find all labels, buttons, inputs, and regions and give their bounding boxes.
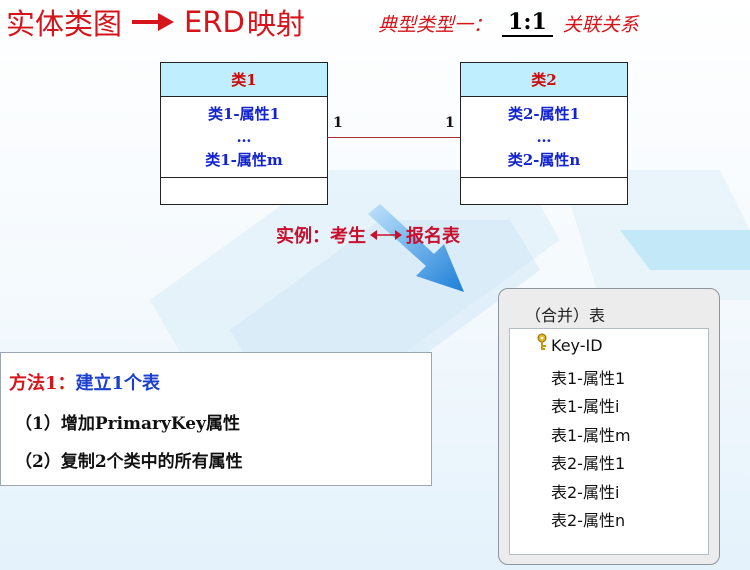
double-arrow-icon bbox=[370, 230, 402, 240]
merged-table-window: （合并）表 Key-ID 表1-属性1 表1-属性i 表1-属性m 表2-属性1 表2-属… bbox=[498, 288, 720, 565]
class1-name: 类1 bbox=[161, 63, 327, 97]
class1-attr-first: 类1-属性1 bbox=[207, 104, 281, 123]
class2-attr-first: 类2-属性1 bbox=[507, 104, 581, 123]
example-line: 实例： 考生 报名表 bbox=[276, 222, 460, 248]
ratio-label: 1:1 bbox=[502, 9, 553, 37]
class2-ellipsis: … bbox=[536, 127, 552, 146]
title-erd: ERD bbox=[184, 5, 245, 39]
class1-attributes: 类1-属性1 … 类1-属性m bbox=[161, 97, 327, 178]
left-multiplicity: 1 bbox=[333, 115, 343, 131]
right-arrow-icon bbox=[132, 13, 175, 31]
class1-attr-last: 类1-属性m bbox=[205, 150, 283, 169]
page-title: 实体类图 ERD 映射 bbox=[6, 2, 305, 42]
method-item-1: （1）增加PrimaryKey属性 bbox=[15, 414, 240, 434]
merged-table-body bbox=[509, 328, 709, 555]
table-field: 表1-属性m bbox=[551, 425, 631, 445]
merged-table-title: （合并）表 bbox=[525, 306, 606, 325]
title-map: 映射 bbox=[246, 7, 305, 41]
primary-key-field: Key-ID bbox=[551, 336, 603, 355]
subtitle-suffix: 关联关系 bbox=[562, 13, 639, 36]
class1-methods bbox=[161, 178, 327, 204]
class2-box: 类2 类2-属性1 … 类2-属性n bbox=[460, 62, 628, 205]
down-right-arrow-icon bbox=[368, 204, 464, 292]
method-box: 方法1：建立1个表 （1）增加PrimaryKey属性 （2）复制2个类中的所有… bbox=[0, 352, 432, 486]
table-field: 表2-属性1 bbox=[551, 454, 626, 473]
class2-attr-last: 类2-属性n bbox=[507, 150, 581, 169]
subtitle: 典型类型一： 1:1 关联关系 bbox=[378, 7, 639, 39]
example-left: 考生 bbox=[330, 226, 366, 247]
table-field: 表2-属性n bbox=[551, 511, 626, 530]
subtitle-prefix: 典型类型一： bbox=[378, 13, 493, 36]
method-title-prefix: 方法1： bbox=[9, 373, 76, 394]
method-title: 方法1：建立1个表 bbox=[9, 369, 160, 395]
example-label: 实例： bbox=[276, 226, 330, 247]
class1-box: 类1 类1-属性1 … 类1-属性m bbox=[160, 62, 328, 205]
example-right: 报名表 bbox=[406, 226, 460, 247]
class2-methods bbox=[461, 178, 627, 204]
class1-ellipsis: … bbox=[236, 127, 252, 146]
right-multiplicity: 1 bbox=[445, 115, 455, 131]
class2-attributes: 类2-属性1 … 类2-属性n bbox=[461, 97, 627, 178]
title-main: 实体类图 bbox=[6, 7, 123, 41]
table-field: 表2-属性i bbox=[551, 482, 620, 502]
table-field: 表1-属性i bbox=[551, 397, 620, 416]
table-field: 表1-属性1 bbox=[551, 368, 626, 388]
method-title-suffix: 建立1个表 bbox=[75, 373, 161, 394]
key-icon bbox=[537, 333, 547, 350]
class2-name: 类2 bbox=[461, 63, 627, 97]
association-line bbox=[327, 137, 460, 138]
method-item-2: （2）复制2个类中的所有属性 bbox=[15, 452, 243, 472]
